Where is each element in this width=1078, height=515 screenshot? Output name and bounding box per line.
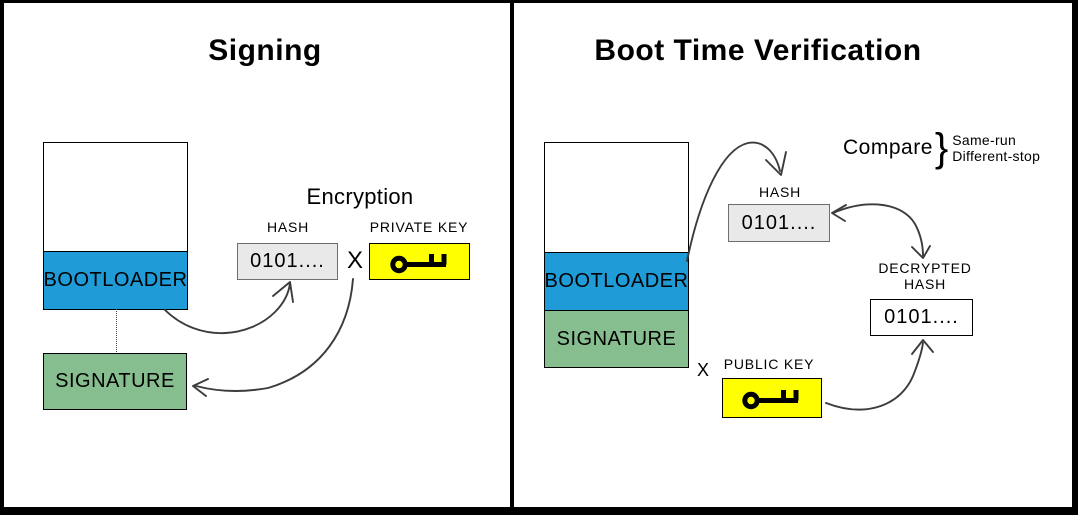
- firmware-image-box: [544, 142, 689, 253]
- bootloader-label: BOOTLOADER: [43, 269, 188, 291]
- verification-panel-title: Boot Time Verification: [594, 34, 922, 67]
- multiply-operator: X: [346, 247, 364, 274]
- arrow-key-to-signature: [195, 278, 354, 392]
- compare-label: Compare: [843, 136, 933, 159]
- hash-value: 0101....: [250, 250, 325, 272]
- decrypted-hash-label: DECRYPTED HASH: [878, 260, 971, 292]
- decrypted-hash-label-line1: DECRYPTED: [878, 260, 972, 276]
- arrow-bootloader-to-hash: [686, 141, 781, 262]
- compare-brace: }: [934, 126, 949, 170]
- compare-outcome-different: Different-stop: [952, 148, 1041, 164]
- hash-label: HASH: [758, 184, 802, 200]
- key-icon: [389, 250, 451, 274]
- arrowhead-up: [911, 339, 934, 355]
- panel-divider: [510, 0, 514, 515]
- private-key-box: [369, 243, 470, 280]
- encryption-label: Encryption: [306, 184, 414, 209]
- arrowhead-left: [831, 204, 847, 222]
- arrowhead-down: [911, 245, 931, 259]
- key-icon: [741, 386, 803, 410]
- bootloader-box: BOOTLOADER: [43, 251, 188, 310]
- hash-value-box: 0101....: [728, 204, 830, 242]
- compare-annotation: Compare } Same-run Different-stop: [843, 128, 1040, 168]
- decrypted-hash-label-line2: HASH: [903, 276, 947, 292]
- hash-value: 0101....: [741, 211, 817, 234]
- public-key-box: [722, 378, 822, 418]
- arrow-compare: [832, 203, 924, 257]
- signature-label: SIGNATURE: [556, 327, 677, 350]
- arrowhead-left: [192, 378, 209, 397]
- decrypted-hash-value: 0101....: [884, 306, 959, 328]
- public-key-label: PUBLIC KEY: [723, 356, 815, 372]
- signature-box: SIGNATURE: [544, 310, 689, 368]
- signature-label: SIGNATURE: [55, 370, 175, 392]
- hash-value-box: 0101....: [237, 243, 338, 280]
- hash-label: HASH: [266, 219, 310, 235]
- outer-border-bottom: [0, 507, 1078, 515]
- arrowhead-down: [765, 151, 787, 176]
- bootloader-signature-dotted-link: [116, 309, 117, 354]
- outer-border-right: [1072, 0, 1078, 515]
- outer-border-left: [0, 0, 4, 515]
- bootloader-box: BOOTLOADER: [544, 252, 689, 311]
- arrow-key-to-decrypted-hash: [825, 342, 924, 411]
- signature-box: SIGNATURE: [43, 353, 187, 410]
- arrowhead-up: [272, 281, 294, 303]
- signing-panel-title: Signing: [208, 34, 322, 67]
- firmware-image-box: [43, 142, 188, 252]
- multiply-operator: X: [696, 360, 710, 380]
- private-key-label: PRIVATE KEY: [369, 219, 469, 235]
- outer-border-top: [0, 0, 1078, 3]
- decrypted-hash-value-box: 0101....: [870, 299, 973, 336]
- compare-outcome-same: Same-run: [952, 132, 1017, 148]
- bootloader-label: BOOTLOADER: [544, 270, 689, 292]
